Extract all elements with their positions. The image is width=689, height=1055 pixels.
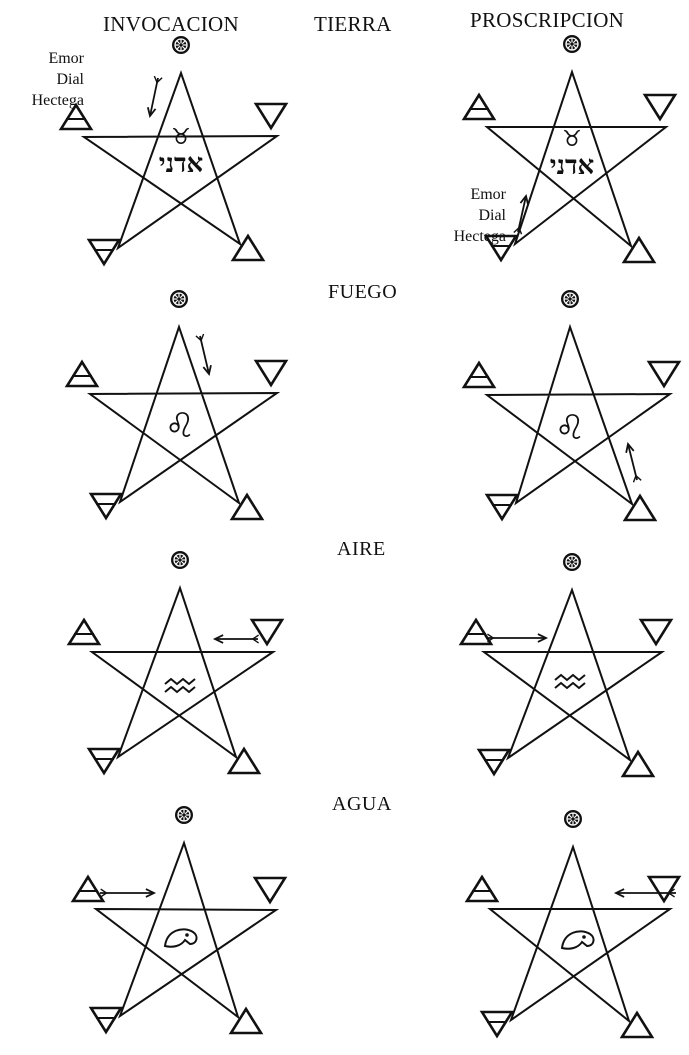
element-label-earth: TIERRA bbox=[314, 12, 392, 36]
fire-invocation-pentagram: ♌ bbox=[64, 290, 289, 521]
aquarius-sign-icon bbox=[554, 673, 586, 690]
pentagram-star bbox=[80, 69, 281, 251]
earth-banishing-pentagram: ♉אדני bbox=[461, 35, 678, 264]
water-banishing-pentagram bbox=[464, 810, 682, 1039]
earth-triangle-icon bbox=[483, 234, 519, 263]
spirit-wheel-icon bbox=[563, 553, 581, 571]
earth-triangle-icon bbox=[88, 1006, 124, 1035]
air-banishing-pentagram bbox=[458, 553, 674, 778]
arrow-icon bbox=[486, 633, 549, 643]
element-label-fire: FUEGO bbox=[328, 281, 398, 303]
water-triangle-icon bbox=[642, 93, 678, 122]
spirit-wheel-icon bbox=[172, 36, 190, 54]
spirit-wheel-icon bbox=[564, 810, 582, 828]
arrow-icon bbox=[613, 888, 676, 898]
air-invocation-pentagram bbox=[66, 551, 285, 776]
earth-triangle-icon bbox=[86, 747, 122, 776]
fire-triangle-icon bbox=[619, 1010, 655, 1039]
earth-invocation-pentagram: ♉אדני bbox=[58, 36, 289, 267]
air-triangle-icon bbox=[464, 874, 500, 903]
arrow-icon bbox=[212, 634, 260, 644]
spirit-wheel-icon bbox=[171, 551, 189, 569]
arrow-icon bbox=[100, 888, 157, 898]
eagle-head-icon bbox=[560, 930, 595, 950]
water-triangle-icon bbox=[253, 102, 289, 131]
water-triangle-icon bbox=[253, 359, 289, 388]
fire-triangle-icon bbox=[226, 746, 262, 775]
air-triangle-icon bbox=[458, 617, 494, 646]
air-triangle-icon bbox=[64, 359, 100, 388]
leo-sign-icon: ♌ bbox=[165, 406, 195, 446]
pentagram-star bbox=[93, 839, 280, 1020]
water-triangle-icon bbox=[638, 618, 674, 647]
air-triangle-icon bbox=[461, 360, 497, 389]
eagle-head-icon bbox=[163, 928, 198, 948]
taurus-sign-icon: ♉ bbox=[562, 127, 582, 152]
arrow-icon bbox=[146, 75, 163, 119]
arrow-icon bbox=[513, 193, 529, 235]
pentagram-star bbox=[88, 584, 277, 760]
spirit-wheel-icon bbox=[563, 35, 581, 53]
divine-name-text: אדני bbox=[159, 149, 203, 179]
pentagram-star bbox=[86, 323, 281, 506]
banishing-note: Emor Dial Hectega bbox=[453, 186, 506, 245]
water-invocation-pentagram bbox=[70, 806, 288, 1035]
air-triangle-icon bbox=[70, 874, 106, 903]
spirit-wheel-icon bbox=[170, 290, 188, 308]
air-triangle-icon bbox=[461, 92, 497, 121]
fire-banishing-pentagram: ♌ bbox=[461, 290, 682, 522]
leo-sign-icon: ♌ bbox=[555, 408, 585, 448]
earth-triangle-icon bbox=[484, 493, 520, 522]
spirit-wheel-icon bbox=[175, 806, 193, 824]
pentagram-star bbox=[484, 68, 669, 250]
invocation-column-title: INVOCACION bbox=[103, 12, 239, 36]
water-triangle-icon bbox=[249, 618, 285, 647]
earth-triangle-icon bbox=[88, 492, 124, 521]
arrow-icon bbox=[195, 333, 212, 377]
invocation-note: Emor Dial Hectega bbox=[31, 50, 84, 109]
water-triangle-icon bbox=[646, 875, 682, 904]
fire-triangle-icon bbox=[622, 493, 658, 522]
fire-triangle-icon bbox=[620, 749, 656, 778]
fire-triangle-icon bbox=[229, 492, 265, 521]
fire-triangle-icon bbox=[228, 1006, 264, 1035]
fire-triangle-icon bbox=[621, 235, 657, 264]
element-label-water: AGUA bbox=[332, 793, 392, 815]
arrow-icon bbox=[625, 441, 642, 483]
pentagram-star bbox=[480, 587, 666, 763]
earth-triangle-icon bbox=[86, 238, 122, 267]
air-triangle-icon bbox=[58, 102, 94, 131]
divine-name-text: אדני bbox=[550, 151, 594, 181]
element-label-air: AIRE bbox=[337, 538, 386, 560]
taurus-sign-icon: ♉ bbox=[171, 125, 191, 150]
fire-triangle-icon bbox=[230, 233, 266, 262]
earth-triangle-icon bbox=[476, 748, 512, 777]
pentagram-star bbox=[487, 843, 674, 1024]
water-triangle-icon bbox=[646, 360, 682, 389]
earth-triangle-icon bbox=[479, 1010, 515, 1039]
water-triangle-icon bbox=[252, 876, 288, 905]
pentagram-star bbox=[484, 323, 674, 507]
air-triangle-icon bbox=[66, 617, 102, 646]
spirit-wheel-icon bbox=[561, 290, 579, 308]
banishing-column-title: PROSCRIPCION bbox=[470, 8, 625, 32]
aquarius-sign-icon bbox=[164, 677, 196, 694]
